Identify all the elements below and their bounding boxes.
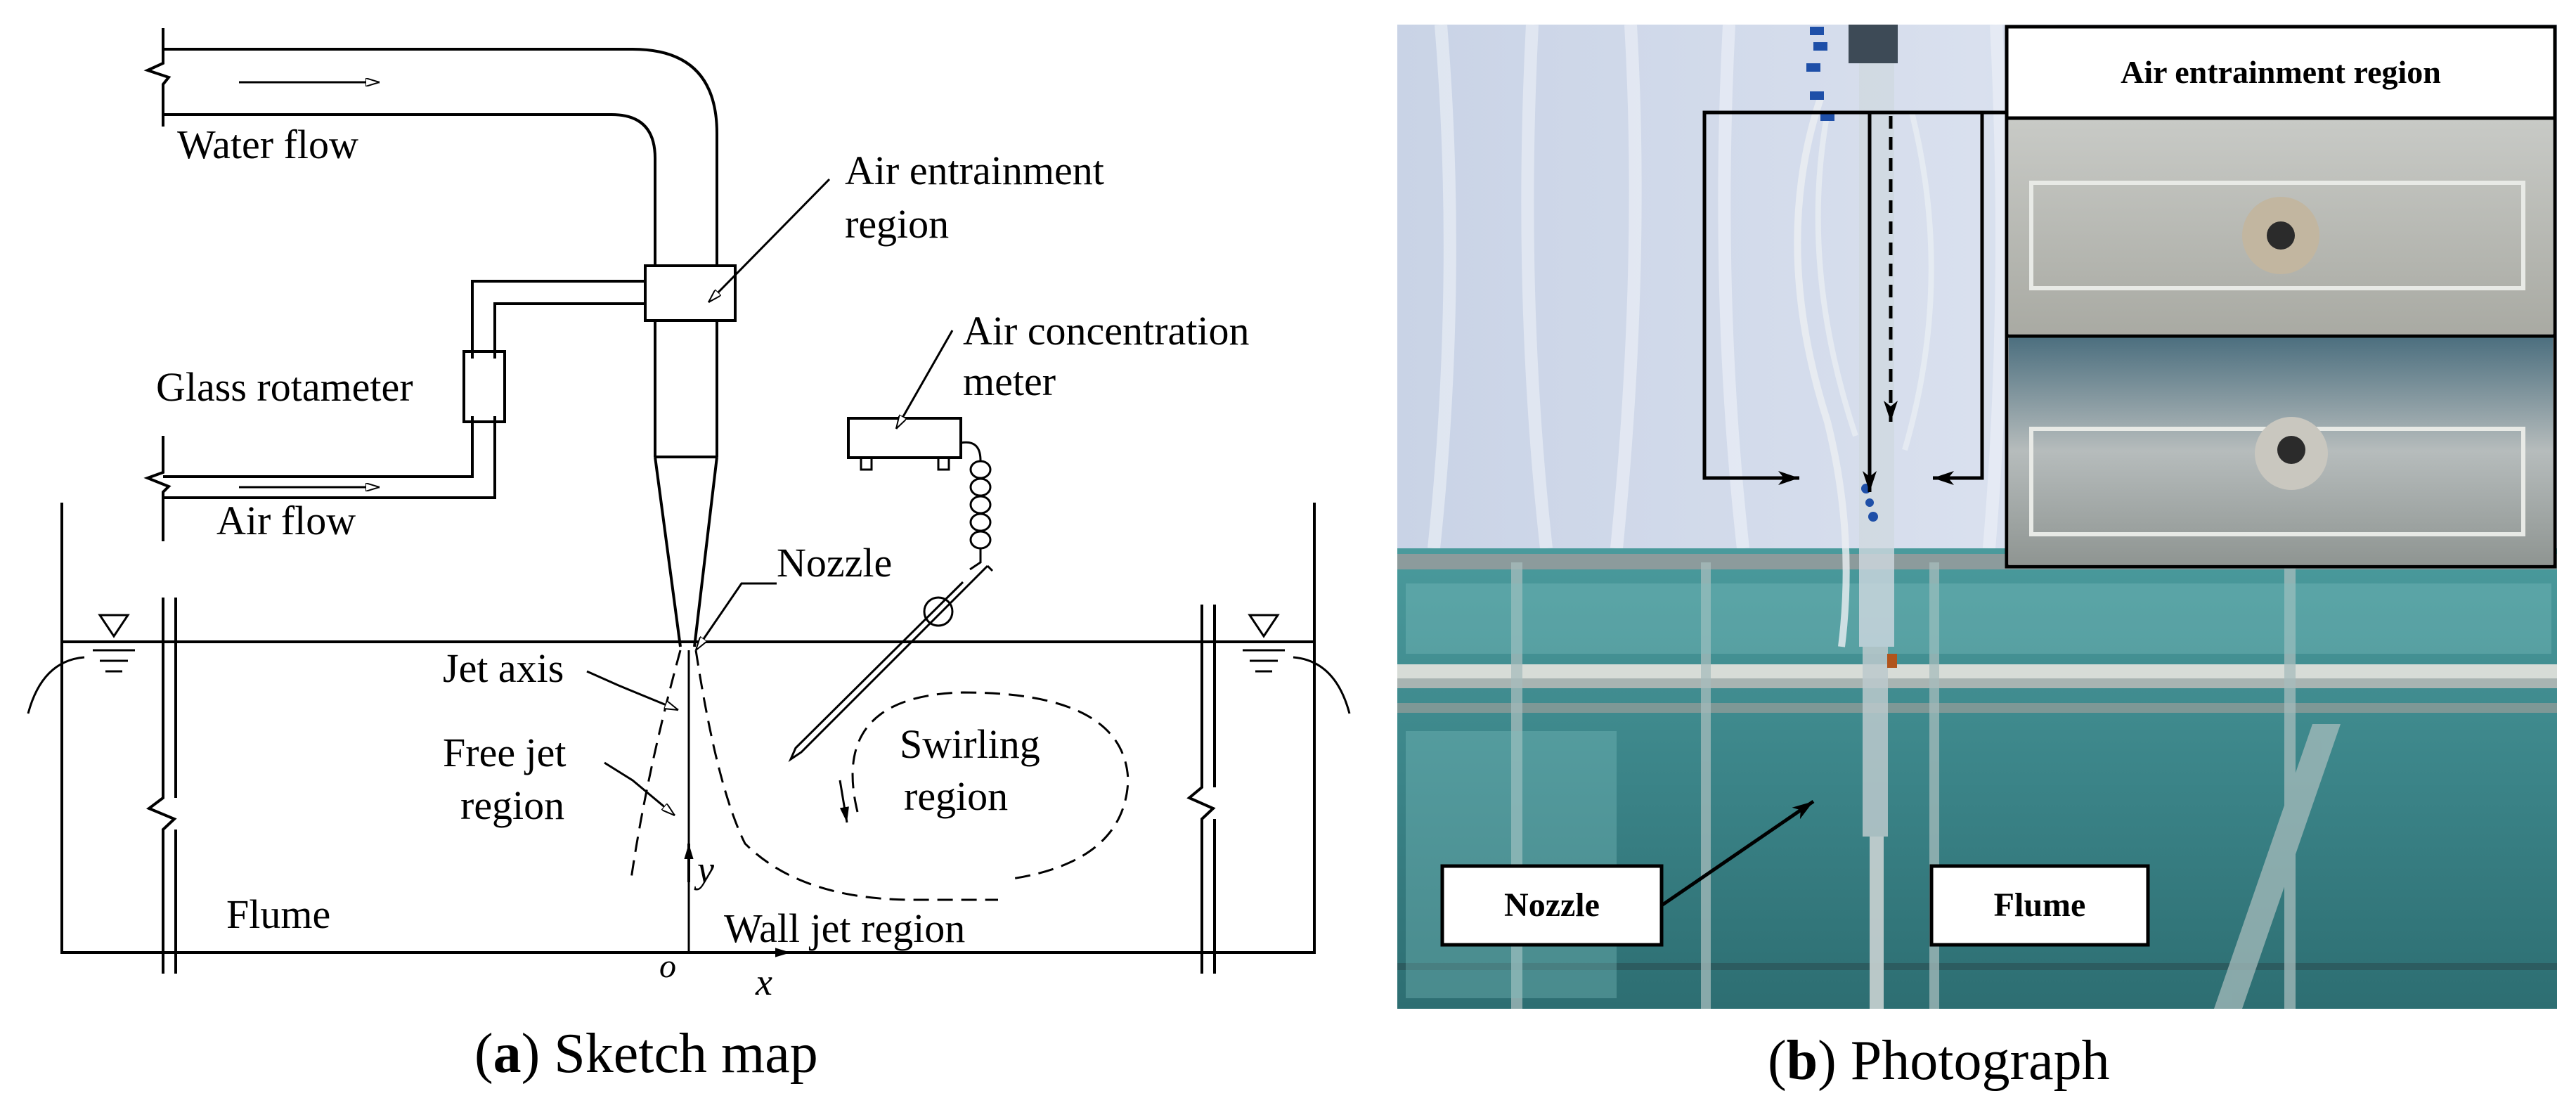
water-surface-left — [27, 656, 85, 714]
air-entrainment-box — [644, 264, 737, 322]
free-jet-boundary — [630, 650, 998, 901]
label-air-flow: Air flow — [216, 498, 356, 543]
sketch-labels: Water flow Air entrainment region Air co… — [156, 122, 1249, 1003]
tube-upper — [654, 321, 718, 458]
swirling-arrow — [839, 780, 849, 823]
nozzle-label-box: Nozzle — [1440, 864, 1664, 947]
pipe-apparatus — [1794, 25, 1934, 1009]
free-jet-pointer — [604, 761, 675, 815]
label-nozzle: Nozzle — [777, 540, 892, 586]
label-wall-jet: Wall jet region — [724, 905, 965, 951]
axis-label-x: x — [755, 961, 772, 1003]
photo-label-nozzle: Nozzle — [1504, 886, 1600, 924]
water-surface-right — [1293, 656, 1351, 714]
air-pipe — [163, 280, 645, 499]
swirling-region-curve — [851, 691, 1130, 880]
water-level-symbol-right — [1243, 614, 1285, 673]
glass-rotameter — [462, 350, 506, 423]
probe-joint — [923, 596, 954, 627]
photograph-panel: Air entrainment region Nozzle Flume — [1397, 24, 2557, 1009]
tube-taper — [654, 456, 718, 647]
nozzle-pointer — [696, 582, 777, 650]
water-level-symbol-left — [93, 614, 135, 673]
label-free-jet-2: region — [460, 782, 564, 828]
label-free-jet-1: Free jet — [443, 730, 567, 775]
caption-b: (b) Photograph — [1768, 1030, 2110, 1092]
water-pipe-break — [143, 28, 171, 127]
label-air-entrainment-1: Air entrainment — [845, 148, 1104, 193]
inset-panel: Air entrainment region — [2005, 25, 2557, 569]
photo-label-flume: Flume — [1994, 886, 2086, 924]
label-air-concentration-2: meter — [963, 359, 1056, 404]
label-jet-axis: Jet axis — [443, 645, 564, 691]
label-air-entrainment-2: region — [845, 201, 949, 247]
flume-label-box: Flume — [1929, 864, 2150, 947]
air-pipe-break — [143, 436, 171, 541]
axis-label-y: y — [694, 848, 714, 891]
meter-cable — [960, 441, 992, 571]
water-pipe — [163, 48, 718, 267]
label-glass-rotameter: Glass rotameter — [156, 364, 413, 410]
label-swirling-1: Swirling — [900, 721, 1040, 767]
air-conc-pointer — [896, 330, 954, 429]
label-water-flow: Water flow — [177, 122, 358, 167]
bracket-arrows — [1702, 84, 2012, 492]
flume-left-wall — [146, 598, 177, 974]
meter-feet — [860, 458, 950, 471]
axis-label-origin: o — [659, 948, 676, 985]
label-air-concentration-1: Air concentration — [963, 308, 1249, 354]
air-concentration-meter — [847, 417, 962, 459]
air-entrainment-pointer — [708, 178, 831, 302]
photo-nozzle-pointer — [1660, 799, 1815, 908]
label-swirling-2: region — [904, 773, 1008, 819]
air-concentration-probe — [788, 564, 994, 763]
label-flume: Flume — [226, 891, 330, 937]
inset-title: Air entrainment region — [2121, 54, 2441, 90]
caption-a: (a) Sketch map — [474, 1023, 818, 1085]
jet-axis-pointer — [586, 670, 678, 711]
sketch-map-panel — [27, 28, 1351, 974]
flume-right-wall — [1186, 605, 1216, 974]
